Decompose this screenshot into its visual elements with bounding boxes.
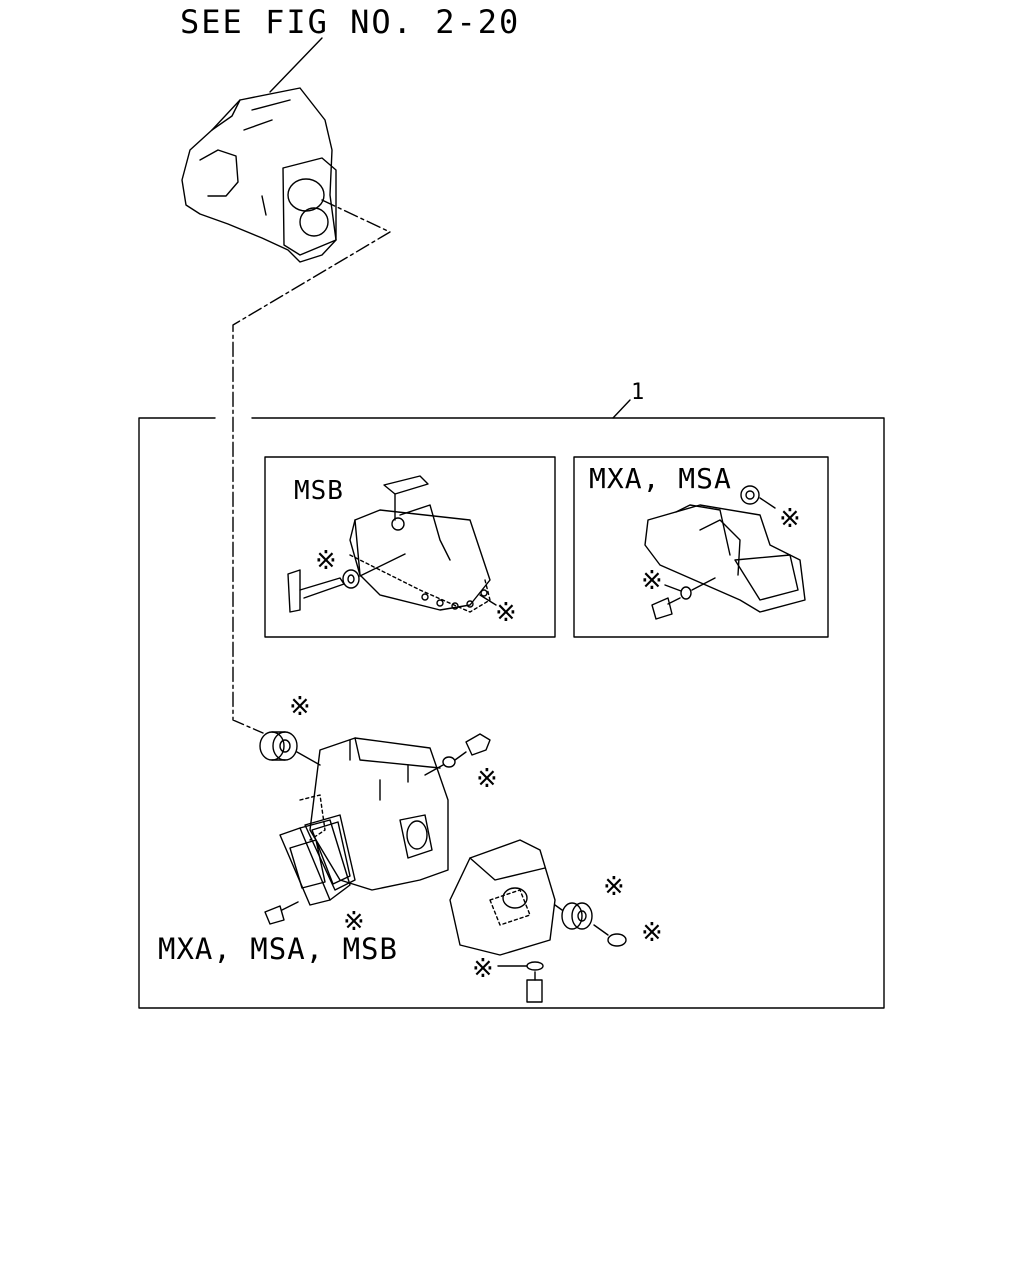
inset-msb-label: MSB <box>294 476 344 506</box>
kit-marker: ※ <box>315 546 337 576</box>
clutch-housing <box>181 87 337 263</box>
kit-box-frame <box>138 417 885 1009</box>
side-cover-gasket <box>264 814 356 925</box>
kit-marker: ※ <box>343 907 365 937</box>
rear-oil-seal <box>554 902 627 947</box>
callout-1-leader <box>612 399 631 419</box>
inset-msb-box <box>264 456 556 638</box>
kit-marker: ※ <box>472 954 494 984</box>
kit-marker: ※ <box>641 566 663 596</box>
reference-label: SEE FIG NO. 2-20 <box>180 3 521 41</box>
variants-label: MXA, MSA, MSB <box>158 932 398 966</box>
transmission-case <box>299 737 449 891</box>
rear-extension-housing <box>449 839 556 956</box>
housing-link-dashed <box>232 199 391 734</box>
kit-marker: ※ <box>779 504 801 534</box>
bottom-bolt-washer <box>497 961 544 1003</box>
inset-mxa-msa-label: MXA, MSA <box>589 462 732 495</box>
callout-number: 1 <box>631 380 645 405</box>
kit-marker: ※ <box>641 918 663 948</box>
kit-marker: ※ <box>603 872 625 902</box>
reference-leader-line <box>269 37 323 93</box>
kit-marker: ※ <box>289 692 311 722</box>
inset-mxa-msa-box <box>573 456 829 638</box>
input-oil-seal <box>259 731 321 766</box>
msb-shift-cover <box>287 475 497 613</box>
drain-bolt-washer <box>424 733 491 776</box>
kit-marker: ※ <box>495 598 517 628</box>
kit-marker: ※ <box>476 764 498 794</box>
mxa-msa-shift-cover <box>644 485 806 620</box>
